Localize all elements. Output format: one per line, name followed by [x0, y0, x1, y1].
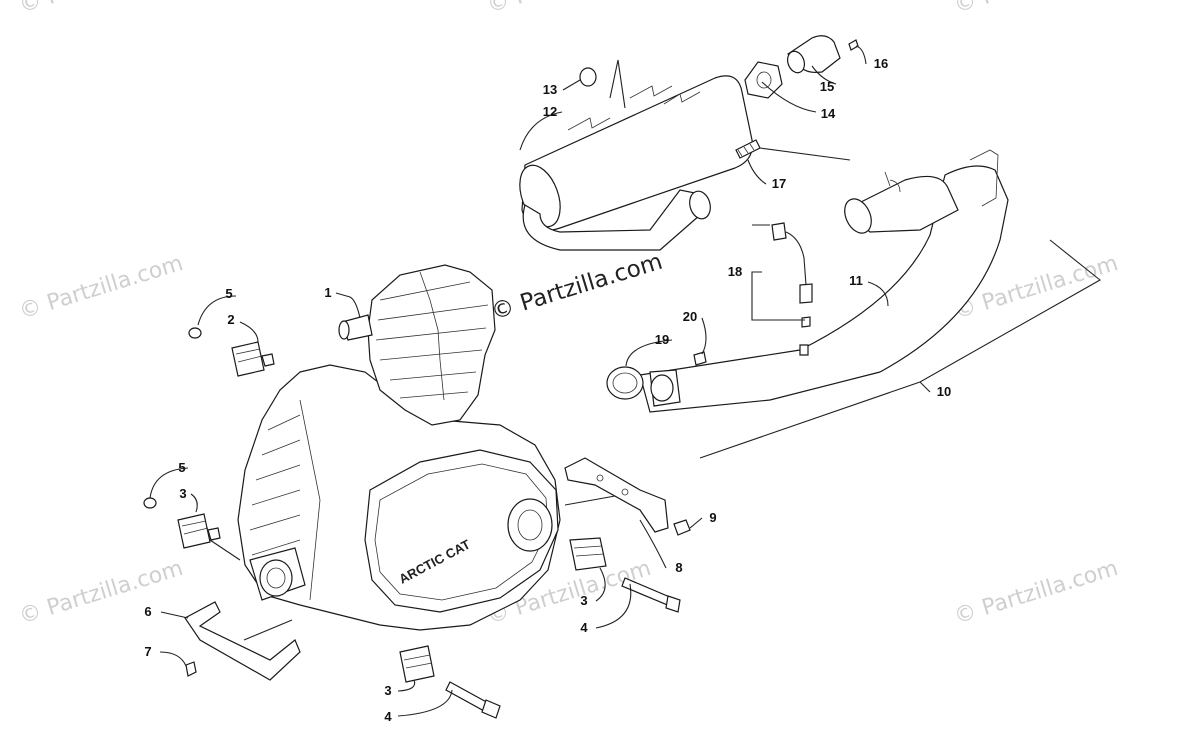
oxygen-sensor	[771, 222, 813, 356]
callout-18: 18	[727, 264, 743, 279]
exhaust-seal-ring	[606, 366, 644, 400]
rubber-mount	[399, 645, 435, 683]
engine-mount-bracket	[564, 457, 669, 533]
callout-4: 4	[580, 620, 588, 635]
bolt	[848, 39, 859, 51]
rubber-mount	[177, 513, 221, 549]
lower-mount-bracket	[184, 601, 301, 681]
callout-17: 17	[771, 176, 787, 191]
callout-1: 1	[324, 285, 332, 300]
exhaust-gasket	[744, 61, 783, 99]
callout-3: 3	[580, 593, 588, 608]
callout-8: 8	[675, 560, 683, 575]
callout-5: 5	[225, 286, 233, 301]
washer	[143, 497, 157, 509]
flange-nut	[693, 351, 707, 366]
callout-16: 16	[873, 56, 889, 71]
callout-3: 3	[384, 683, 392, 698]
callout-9: 9	[709, 510, 717, 525]
callout-12: 12	[542, 104, 558, 119]
engine-assembly	[237, 264, 561, 631]
callout-5: 5	[178, 460, 186, 475]
callout-2: 2	[227, 312, 235, 327]
callout-13: 13	[542, 82, 558, 97]
rubber-mount	[231, 341, 275, 377]
callout-11: 11	[849, 273, 863, 288]
callout-6: 6	[144, 604, 152, 619]
muffler	[519, 75, 753, 251]
bracket-bolt	[185, 661, 197, 677]
header-pipe	[639, 149, 1009, 413]
callout-15: 15	[819, 79, 835, 94]
mount-nut	[673, 519, 691, 536]
leader-lines	[149, 45, 1101, 717]
callout-14: 14	[820, 106, 836, 121]
grommet	[579, 67, 597, 87]
callout-3: 3	[179, 486, 187, 501]
callout-10: 10	[936, 384, 952, 399]
callout-19: 19	[654, 332, 670, 347]
rubber-mount	[569, 537, 607, 571]
washer	[188, 327, 202, 339]
callout-20: 20	[682, 309, 698, 324]
callout-7: 7	[144, 644, 152, 659]
callout-4: 4	[384, 709, 392, 724]
